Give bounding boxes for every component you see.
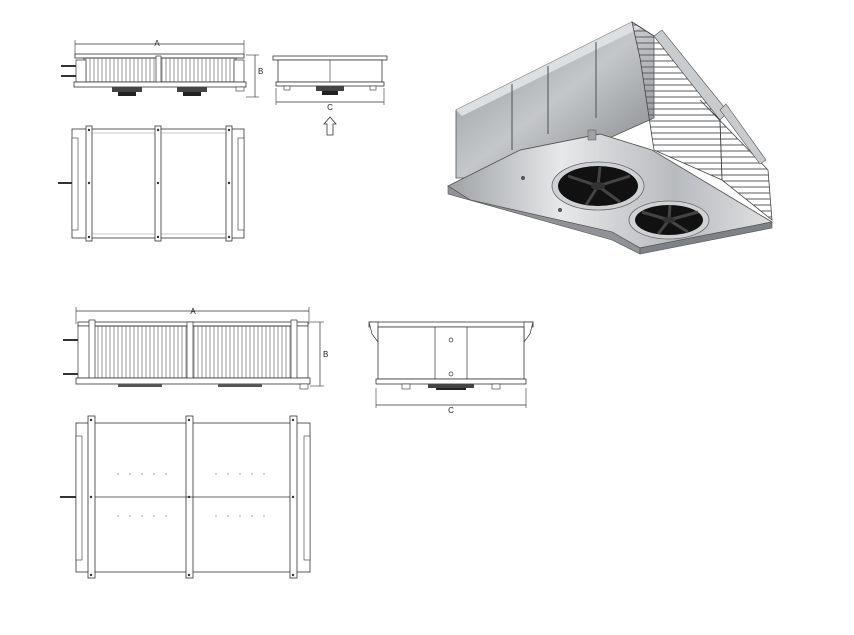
small-side-view: A B bbox=[61, 39, 263, 98]
up-arrow-icon bbox=[323, 116, 337, 136]
large-side-dim-b: B bbox=[323, 350, 328, 359]
small-end-fan-icon bbox=[316, 86, 344, 95]
product-photo-dual-fan-unit-cooler-icon bbox=[447, 21, 774, 255]
large-end-dim-c: C bbox=[448, 406, 454, 415]
photo-fan-right-icon bbox=[628, 200, 710, 240]
small-side-fan-left-icon bbox=[112, 87, 142, 96]
large-side-fan-right-icon bbox=[218, 384, 262, 387]
large-side-view: A B bbox=[63, 307, 328, 390]
small-side-dim-a: A bbox=[154, 39, 160, 48]
small-side-dim-b: B bbox=[258, 67, 263, 76]
small-top-view bbox=[58, 125, 245, 242]
large-side-dim-a: A bbox=[190, 307, 196, 316]
large-side-fan-left-icon bbox=[118, 384, 162, 387]
large-end-view: C bbox=[368, 321, 534, 415]
large-top-view bbox=[60, 415, 311, 579]
small-end-view: C bbox=[272, 55, 388, 136]
small-side-fan-right-icon bbox=[177, 87, 207, 96]
small-end-dim-c: C bbox=[327, 103, 333, 112]
photo-fan-left-icon bbox=[551, 161, 645, 211]
large-end-fan-icon bbox=[428, 384, 474, 390]
